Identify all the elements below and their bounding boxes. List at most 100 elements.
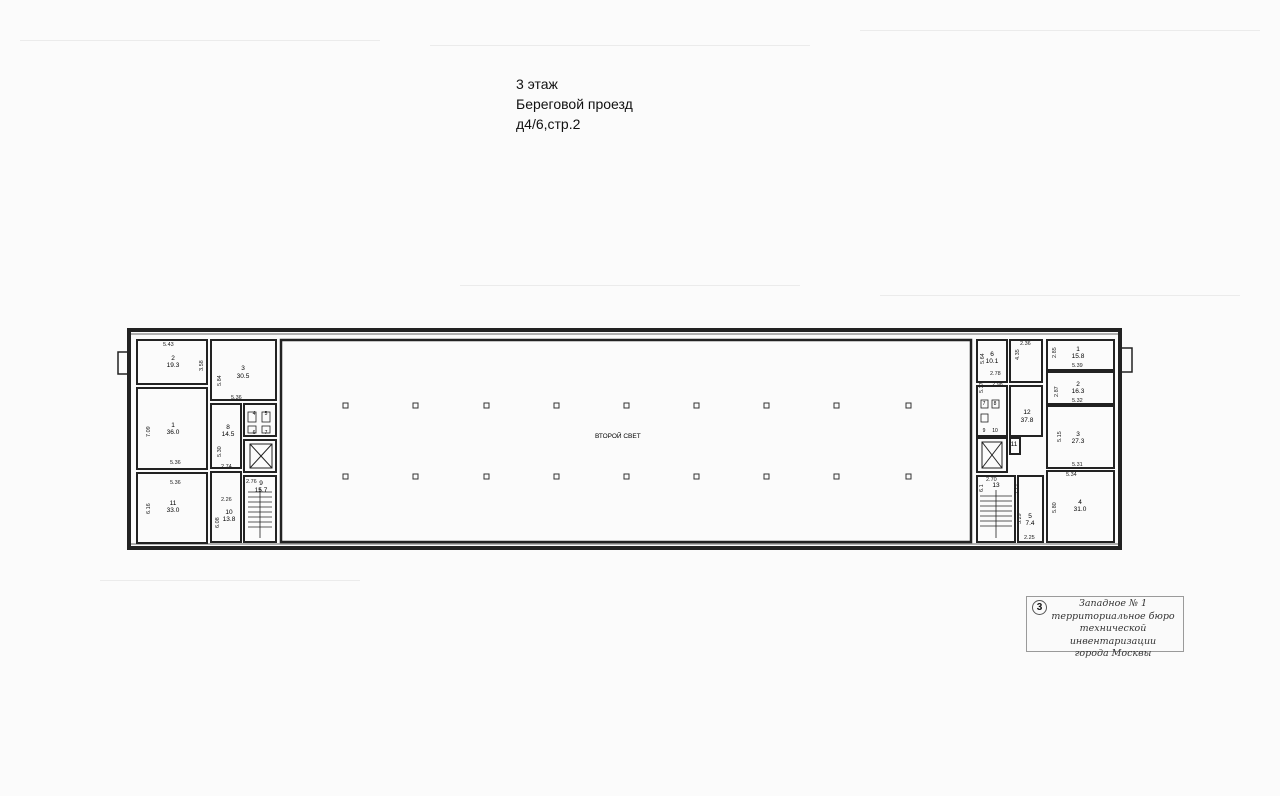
dimension: 5.32	[1072, 398, 1083, 404]
room-number: 1	[171, 422, 175, 429]
stamp-line: Западное № 1	[1078, 598, 1148, 609]
dimension: 5.36	[170, 460, 181, 466]
left-balcony	[117, 351, 130, 375]
room-number: 3	[1076, 431, 1080, 438]
wc-block-right	[976, 385, 1008, 437]
dimension: 5.30	[217, 446, 223, 457]
dimension: 5.80	[1052, 502, 1058, 513]
room-number: 1	[1076, 346, 1080, 353]
dimension: 2.85	[1052, 347, 1058, 358]
room-right-3	[1046, 405, 1115, 469]
room-number: 2	[1076, 381, 1080, 388]
stair-treads-right	[980, 490, 1012, 538]
dimension: 5.36	[231, 395, 242, 401]
room-right-5	[1017, 475, 1044, 543]
dimension: 5.31	[1072, 462, 1083, 468]
dimension: 2.76	[246, 479, 257, 485]
dimension: 2.36	[1020, 341, 1031, 347]
scan-noise	[430, 45, 810, 46]
dimension: 5.34	[1066, 472, 1077, 478]
dimension: 2.74	[221, 464, 232, 470]
room-right-4	[1046, 470, 1115, 543]
building-label: д4/6,стр.2	[516, 116, 581, 132]
dimension: 6.08	[215, 517, 221, 528]
plan-title: 3 этаж Береговой проезд д4/6,стр.2	[516, 74, 633, 134]
room-left-3	[210, 339, 277, 401]
stamp-line: города Москвы	[1074, 648, 1152, 659]
room-right-12	[1009, 385, 1043, 437]
elevator-left	[243, 439, 277, 473]
room-number: 5	[1028, 513, 1032, 520]
dimension: 5.39	[1072, 363, 1083, 369]
room-area: 19.3	[167, 362, 180, 369]
room-area: 27.3	[1072, 438, 1085, 445]
room-number: 12	[1023, 409, 1031, 416]
stamp-line: технической инвентаризации	[1069, 623, 1157, 647]
floor-label: 3 этаж	[516, 76, 558, 92]
room-number: 9	[259, 480, 263, 487]
room-number: 4	[1078, 499, 1082, 506]
stair-right	[976, 475, 1016, 543]
right-room-labels: 6 10.1 12 37.8 13 1 15.8 2 16.3 3 27.3 4…	[983, 346, 1087, 527]
dimension: 6.1	[979, 484, 985, 492]
dimension: 6.16	[146, 503, 152, 514]
stair-treads-left	[248, 488, 272, 538]
left-room-labels: 2 19.3 3 30.5 1 36.0 8 14.5 11 33.0 10 1…	[167, 355, 268, 523]
room-number: 6	[990, 351, 994, 358]
left-block	[136, 339, 277, 544]
dimension: 5.43	[163, 342, 174, 348]
room-number: 3	[241, 365, 245, 372]
dimension: 5.64	[980, 353, 986, 364]
room-number: 5	[265, 411, 268, 417]
room-area: 7.4	[1025, 520, 1034, 527]
central-hall	[279, 338, 973, 544]
left-dimensions: 5.43 3.58 5.84 5.36 7.09 5.36 5.30 2.74 …	[146, 342, 257, 528]
room-area: 33.0	[167, 507, 180, 514]
room-right-corridor	[1009, 339, 1043, 383]
hall-columns	[342, 402, 912, 480]
dimension: 2.98	[992, 382, 1003, 388]
scan-noise	[880, 295, 1240, 296]
room-number: 2	[171, 355, 175, 362]
room-number: 10	[992, 428, 998, 434]
dimension: 2.87	[1054, 386, 1060, 397]
room-area: 15.7	[255, 487, 268, 494]
room-number: 9	[983, 428, 986, 434]
room-right-6	[976, 339, 1008, 383]
room-number: 7	[265, 430, 268, 436]
room-left-11	[136, 472, 208, 544]
scan-noise	[460, 285, 800, 286]
bti-stamp: 3 Западное № 1 территориальное бюро техн…	[1026, 596, 1184, 659]
room-number: 11	[170, 500, 177, 507]
room-left-1	[136, 387, 208, 470]
street-label: Береговой проезд	[516, 96, 633, 112]
stair-left	[243, 475, 277, 543]
room-number: 11	[1011, 441, 1018, 448]
room-number: 4	[253, 411, 256, 417]
room-number: 10	[225, 509, 233, 516]
room-left-8	[210, 403, 242, 469]
room-area: 36.0	[167, 429, 180, 436]
dimension: 3.29	[1017, 513, 1023, 524]
dimension: 2.12	[1015, 484, 1021, 495]
right-block	[976, 339, 1115, 543]
room-area: 16.3	[1072, 388, 1085, 395]
room-right-11	[1009, 437, 1021, 455]
scan-noise	[20, 40, 380, 41]
scan-noise	[100, 580, 360, 581]
window-strips	[131, 333, 1118, 545]
wc-fixtures-right	[980, 399, 1000, 423]
dimension: 5.84	[217, 375, 223, 386]
room-right-1	[1046, 339, 1115, 371]
room-left-10	[210, 471, 242, 543]
stamp-line: территориальное бюро	[1051, 610, 1175, 622]
hall-label: ВТОРОЙ СВЕТ	[595, 431, 641, 440]
dimension: 7.09	[146, 426, 152, 437]
room-number: 13	[992, 482, 1000, 489]
dimension: 3.58	[199, 360, 205, 371]
dimension: 2.78	[990, 371, 1001, 377]
right-dimensions: 2.36 4.35 5.64 2.78 2.98 5.37 2.85 5.39 …	[979, 341, 1083, 541]
room-number: 8	[226, 424, 230, 431]
dimension: 5.15	[1057, 431, 1063, 442]
